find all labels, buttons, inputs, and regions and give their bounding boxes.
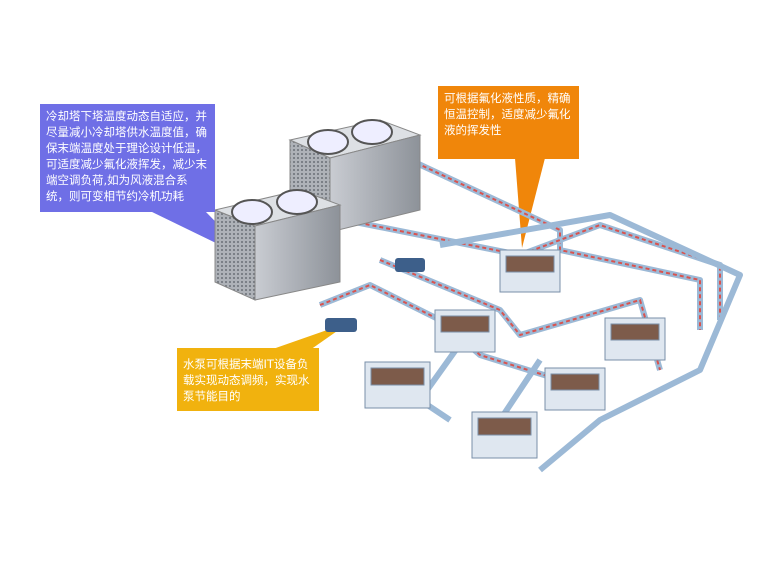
orange-callout-pointer	[515, 158, 545, 248]
cooling-tower-front	[213, 189, 342, 301]
fluorinated-liquid-callout: 可根据氟化液性质，精确恒温控制，适度减少氟化液的挥发性	[438, 86, 579, 159]
cooling-tower-callout: 冷却塔下塔温度动态自适应，并尽量减小冷却塔供水温度值，确保末端温度处于理论设计低…	[40, 104, 215, 212]
water-pumps	[325, 258, 425, 332]
immersion-cabinets	[364, 249, 666, 459]
water-pump-callout: 水泵可根据末端IT设备负载实现动态调频，实现水泵节能目的	[177, 348, 319, 411]
